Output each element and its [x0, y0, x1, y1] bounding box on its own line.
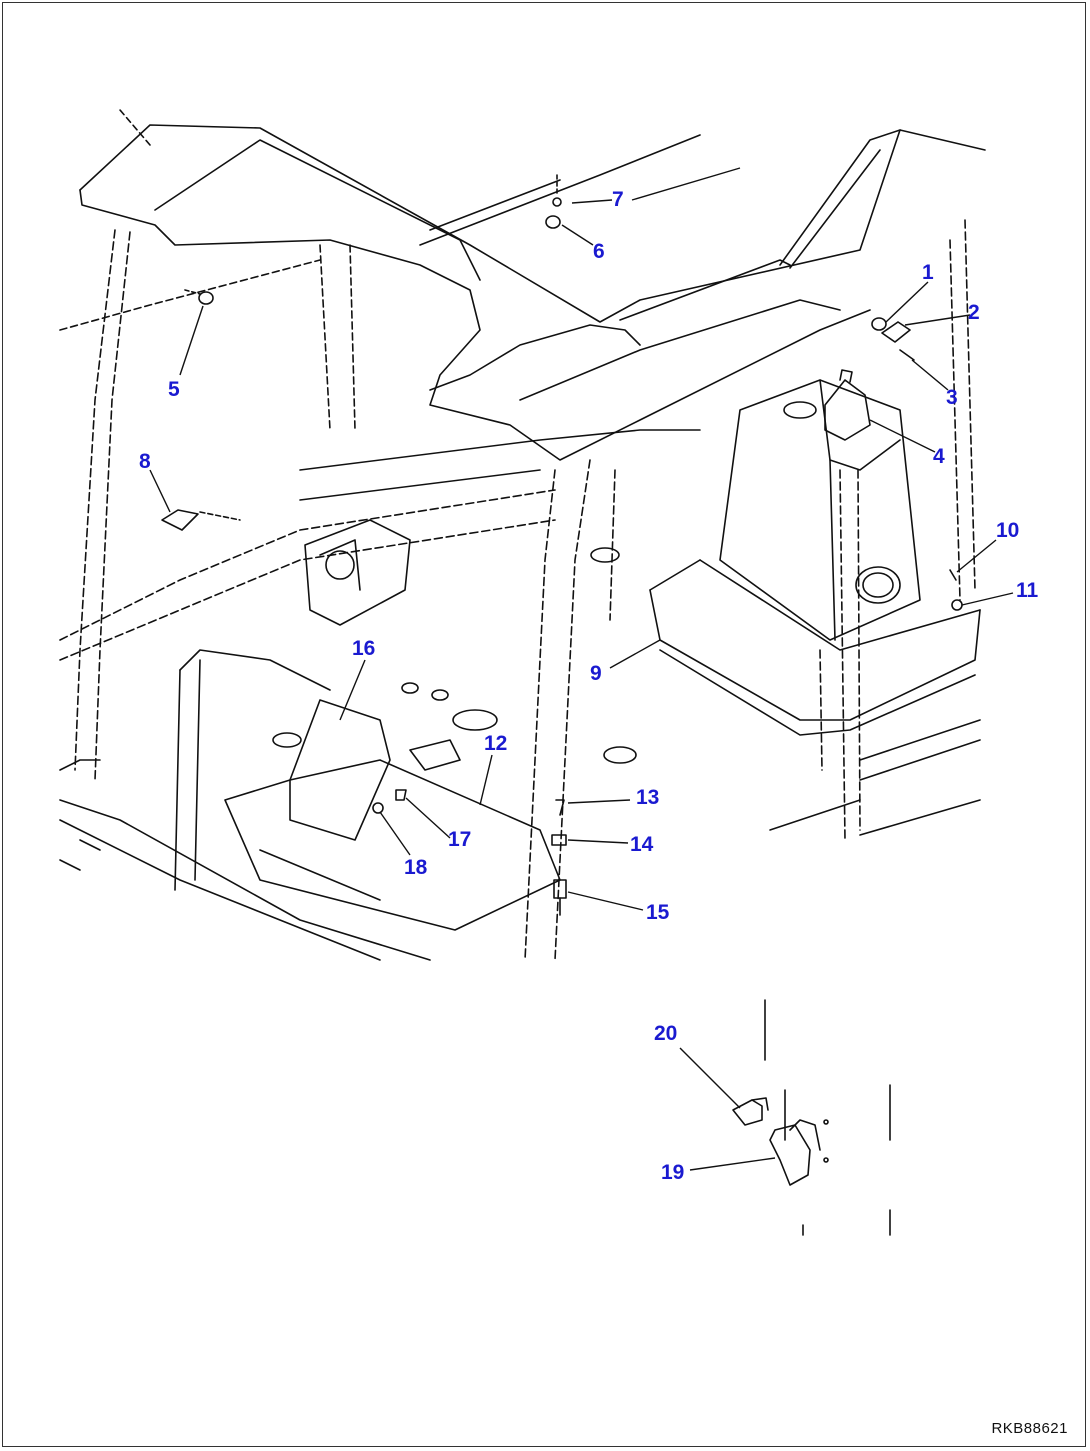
callout-6: 6	[593, 240, 605, 263]
leader-5	[179, 305, 204, 376]
leader-17	[405, 797, 451, 839]
leader-15	[567, 891, 644, 911]
leader-19	[689, 1157, 776, 1171]
joystick-boot	[824, 379, 871, 441]
callout-16: 16	[352, 637, 376, 660]
callout-12: 12	[484, 732, 508, 755]
callout-10: 10	[996, 519, 1020, 542]
callout-8: 8	[139, 450, 151, 473]
part-8-clip	[161, 509, 199, 531]
seat-bracket	[304, 519, 411, 626]
callout-14: 14	[630, 833, 654, 856]
left-pillar	[74, 229, 116, 771]
leader-11	[961, 592, 1014, 606]
callout-7: 7	[612, 188, 624, 211]
callout-4: 4	[933, 445, 945, 468]
seat-frame	[179, 649, 331, 691]
callout-1: 1	[922, 261, 934, 284]
callout-11: 11	[1016, 579, 1039, 602]
leader-20	[679, 1047, 741, 1109]
part-19-strap	[769, 1124, 811, 1186]
leader-14	[567, 839, 629, 844]
drawing-code: RKB88621	[991, 1420, 1068, 1437]
leader-12	[479, 754, 493, 806]
leader-7b	[631, 167, 741, 201]
callout-9: 9	[590, 662, 602, 685]
leader-2	[904, 314, 971, 326]
callout-17: 17	[448, 828, 472, 851]
leader-1	[885, 281, 929, 323]
part-5-plug	[198, 291, 214, 305]
callout-18: 18	[404, 856, 428, 879]
callout-2: 2	[968, 301, 980, 324]
leader-9	[609, 639, 661, 669]
leader-3	[911, 359, 949, 391]
leader-16	[339, 659, 366, 721]
part-20-bolt	[732, 1099, 763, 1126]
part-2-plate	[881, 321, 911, 343]
leader-4	[869, 419, 936, 453]
leader-18	[379, 811, 411, 856]
leader-7	[571, 199, 613, 204]
callout-5: 5	[168, 378, 180, 401]
callout-13: 13	[636, 786, 660, 809]
roof-frame	[79, 124, 986, 323]
callout-19: 19	[661, 1161, 685, 1184]
part-1-washer	[871, 317, 887, 331]
leader-6	[561, 224, 594, 246]
callout-15: 15	[646, 901, 670, 924]
floor-plate	[224, 759, 561, 931]
leader-8	[149, 469, 171, 513]
callout-20: 20	[654, 1022, 678, 1045]
leader-13	[567, 799, 631, 804]
leader-10	[956, 539, 997, 573]
callout-3: 3	[946, 386, 958, 409]
